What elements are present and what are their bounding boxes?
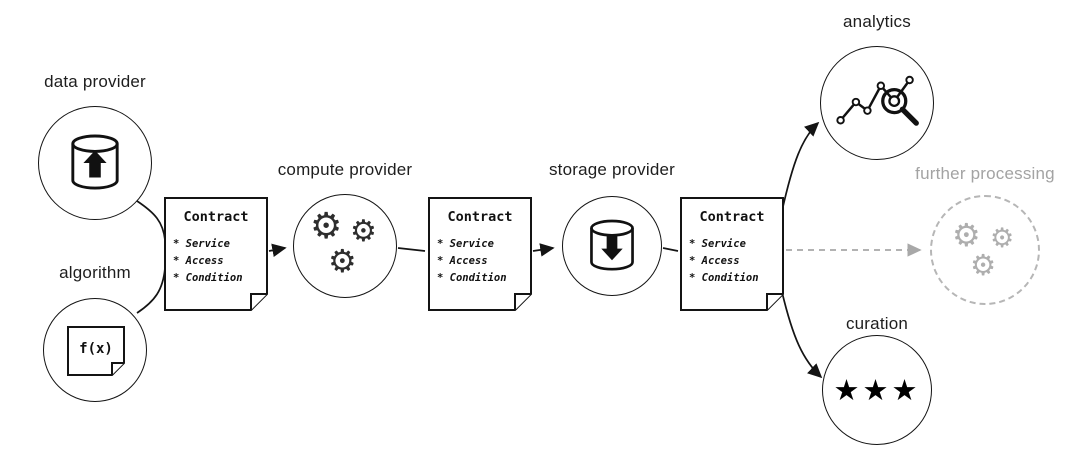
- note-shape: [164, 197, 268, 311]
- gear-icon: ⚙: [952, 216, 981, 254]
- edge-contract3-to-analytics: [781, 121, 820, 212]
- contract-title: Contract: [183, 209, 249, 225]
- gear-icon: ⚙: [970, 248, 996, 282]
- node-algorithm: f(x): [43, 298, 147, 402]
- contract-item-condition: * Condition: [173, 271, 243, 284]
- gears-icon: ⚙ ⚙ ⚙: [294, 195, 396, 297]
- contract-item-service: * Service: [689, 238, 746, 250]
- database-download-icon: [590, 219, 634, 271]
- node-curation: ★★★: [822, 335, 932, 445]
- contract-title: Contract: [699, 209, 765, 225]
- edge-data-provider-to-contract1: [136, 200, 166, 241]
- node-data-provider: [38, 106, 152, 220]
- label-storage-provider: storage provider: [548, 160, 676, 179]
- gear-icon: ⚙: [350, 214, 377, 249]
- note-shape: [67, 326, 125, 376]
- formula-text: f(x): [79, 341, 113, 357]
- edge-contract1-to-compute: [268, 243, 287, 258]
- label-further-processing: further processing: [915, 164, 1055, 183]
- gears-icon-muted: ⚙ ⚙ ⚙: [932, 197, 1038, 303]
- label-compute-provider: compute provider: [277, 160, 413, 179]
- chart-magnifier-icon: [836, 75, 919, 126]
- node-further-processing: ⚙ ⚙ ⚙: [930, 195, 1040, 305]
- node-analytics: [820, 46, 934, 160]
- contract-item-access: * Access: [173, 254, 224, 267]
- node-compute-provider: ⚙ ⚙ ⚙: [293, 194, 397, 298]
- gear-icon: ⚙: [990, 223, 1015, 254]
- contract-title: Contract: [447, 209, 513, 225]
- contract-item-access: * Access: [437, 254, 488, 267]
- contract-card-1: Contract * Service * Access * Condition: [164, 197, 268, 311]
- gear-icon: ⚙: [310, 206, 343, 247]
- label-algorithm: algorithm: [59, 263, 131, 282]
- contract-item-service: * Service: [173, 238, 230, 250]
- formula-note-icon: f(x): [67, 326, 125, 376]
- three-stars-icon: ★★★: [833, 373, 921, 407]
- note-shape: [428, 197, 532, 311]
- label-analytics: analytics: [843, 12, 911, 31]
- contract-card-3: Contract * Service * Access * Condition: [680, 197, 784, 311]
- edge-contract2-to-storage: [532, 243, 555, 257]
- note-shape: [680, 197, 784, 311]
- database-upload-icon: [71, 134, 119, 190]
- node-storage-provider: [562, 196, 662, 296]
- contract-card-2: Contract * Service * Access * Condition: [428, 197, 532, 311]
- edge-contract3-to-curation: [781, 291, 823, 379]
- gear-icon: ⚙: [328, 242, 357, 280]
- contract-item-service: * Service: [437, 238, 494, 250]
- contract-item-access: * Access: [689, 254, 740, 267]
- label-data-provider: data provider: [44, 72, 146, 91]
- edge-compute-to-contract2: [397, 247, 426, 252]
- contract-item-condition: * Condition: [437, 271, 507, 284]
- contract-item-condition: * Condition: [689, 271, 759, 284]
- edge-storage-to-contract3: [662, 247, 679, 252]
- label-curation: curation: [845, 314, 909, 333]
